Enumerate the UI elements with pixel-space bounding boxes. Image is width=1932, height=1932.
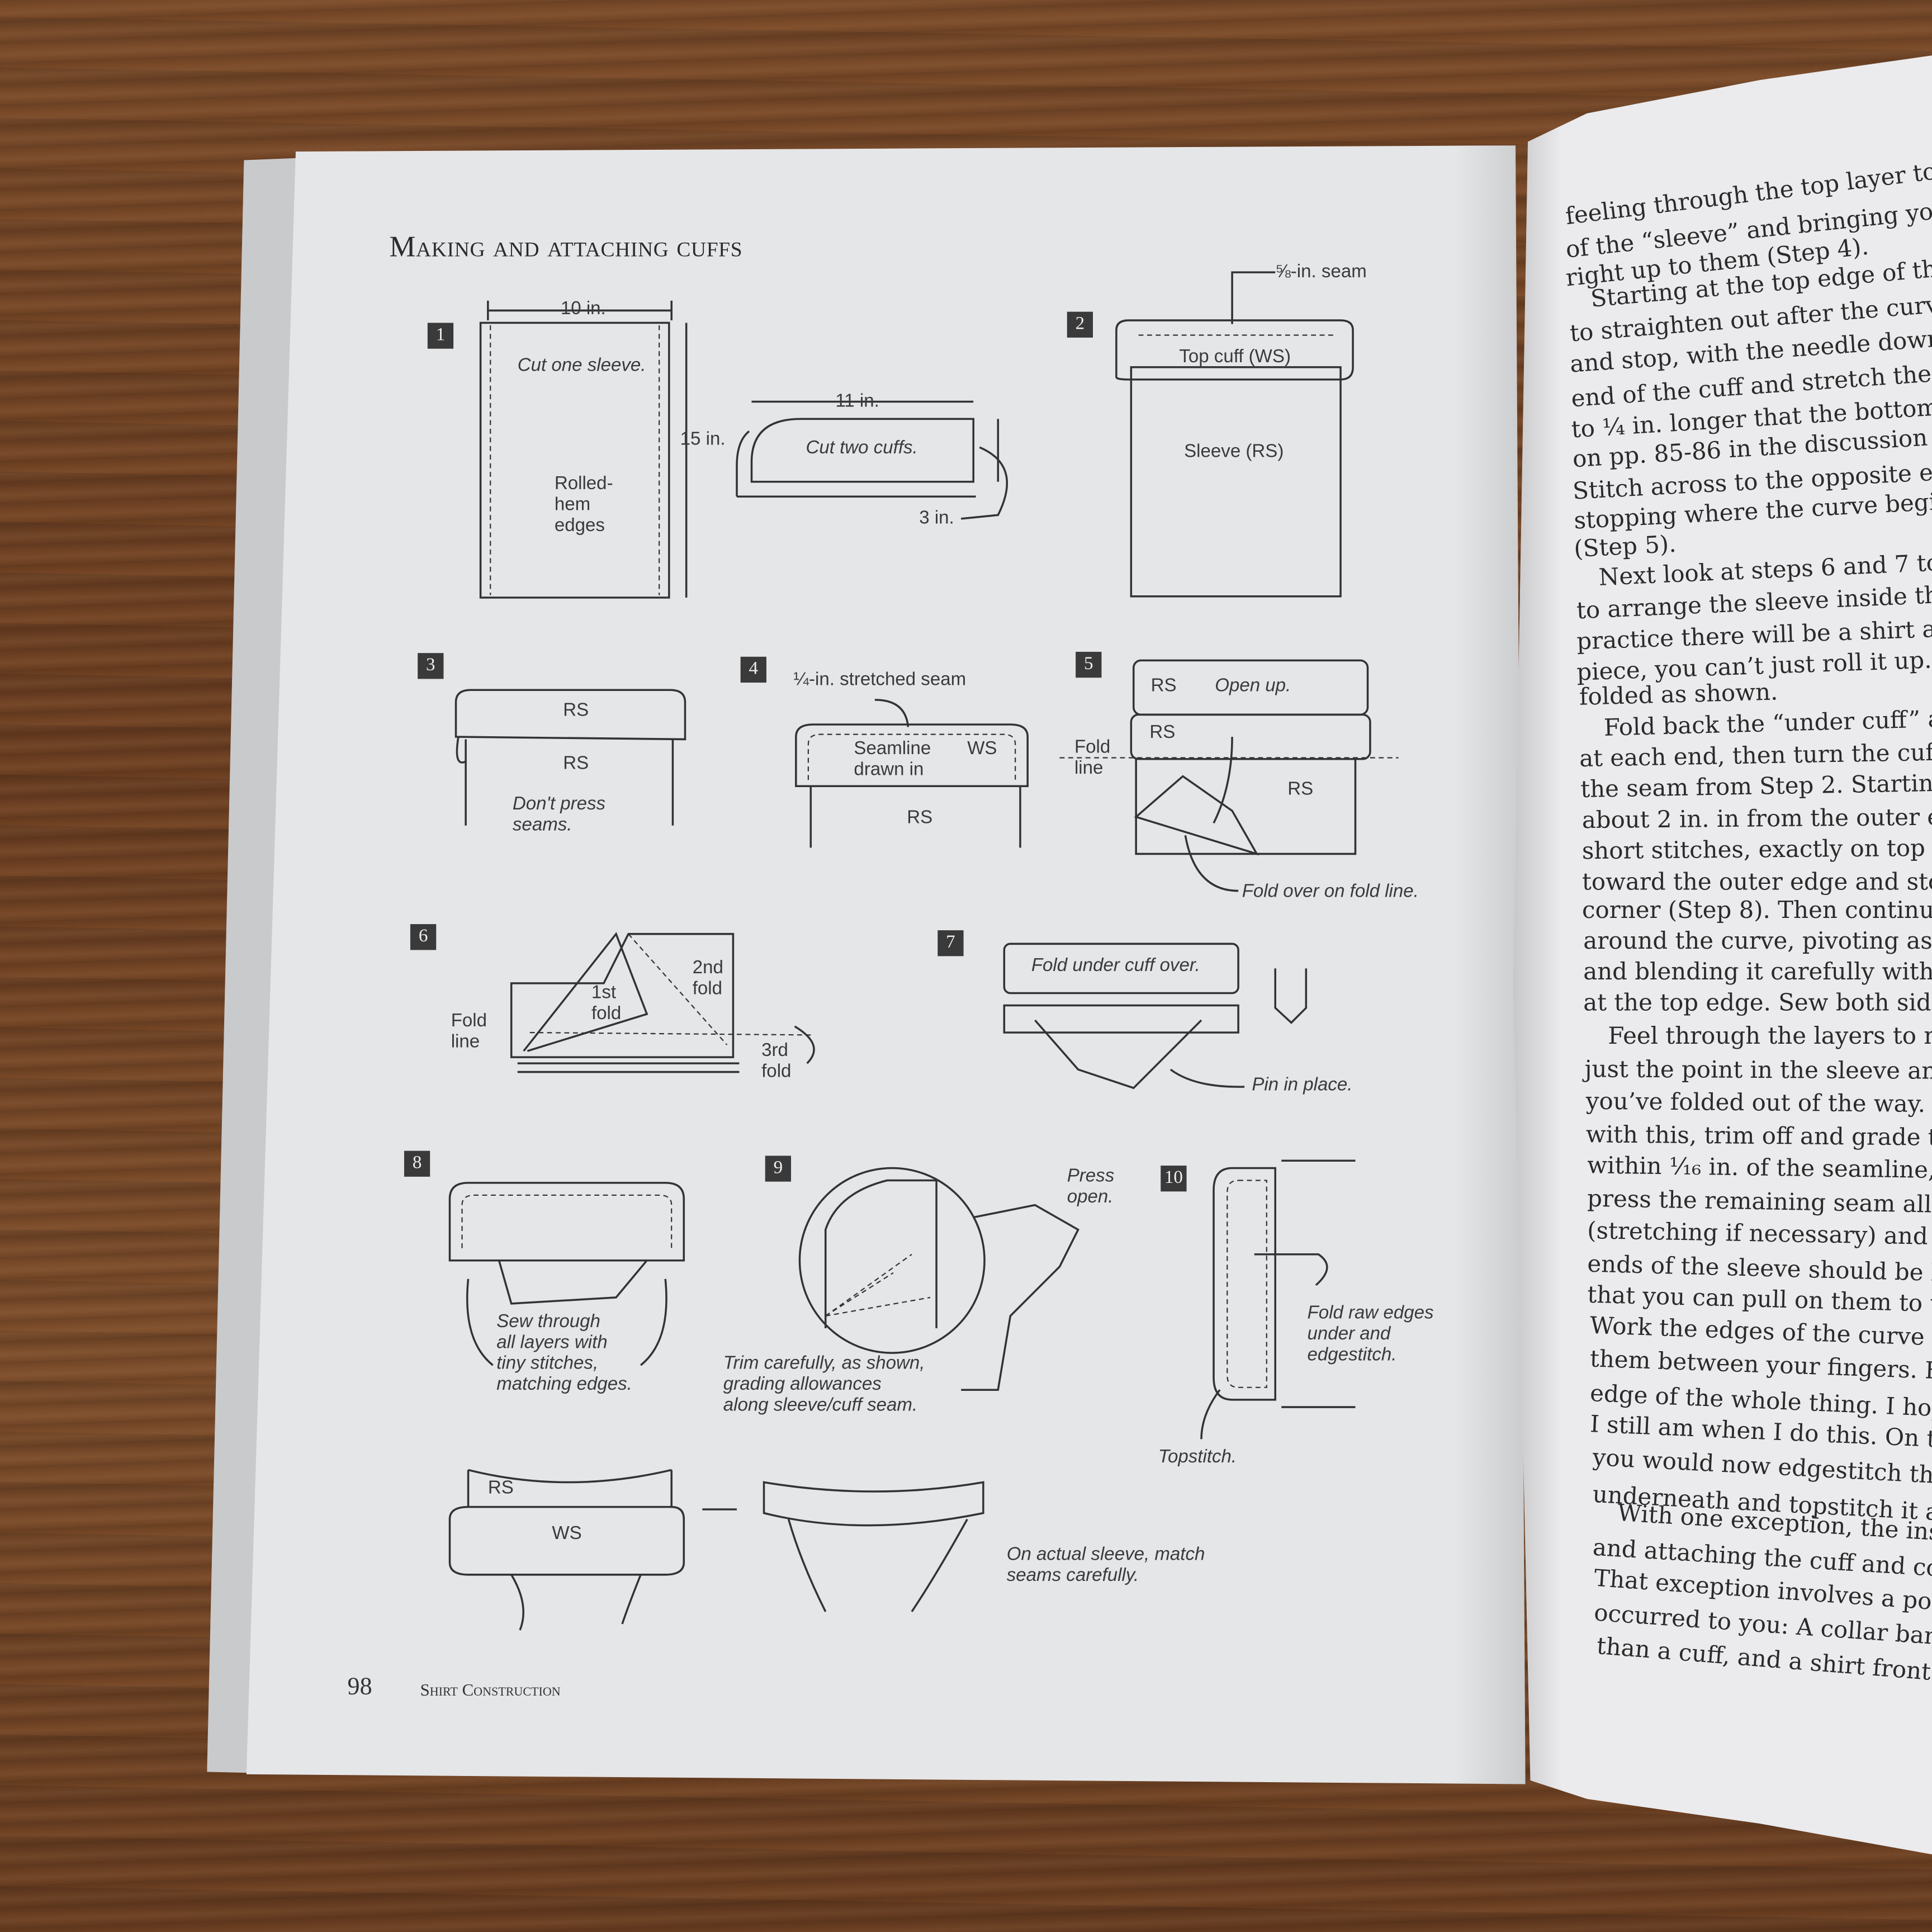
diagram-label-open-up: Open up. [1215,675,1291,697]
diagram-label-topstitch: Topstitch. [1158,1446,1237,1468]
body-text-line: within ¹⁄₁₆ in. of the seamline, as [1587,1152,1932,1185]
right-page: feeling through the top layer to finof t… [1513,55,1932,1855]
step-number-badge: 9 [765,1156,792,1182]
body-text-line: at the top edge. Sew both sides t [1583,989,1932,1017]
diagram-label-pin: Pin in place. [1252,1074,1353,1096]
page-number: 98 [347,1673,372,1701]
diagram-label-cut-sleeve: Cut one sleeve. [517,354,646,376]
diagram-label-width-11: 11 in. [835,390,879,412]
diagram-label-fold-raw: Fold raw edges under and edgestitch. [1307,1302,1434,1366]
step-number-badge: 5 [1076,651,1102,678]
step8-drawing [448,1182,685,1366]
running-footer: Shirt Construction [420,1682,561,1701]
step-number-badge: 1 [427,323,454,349]
step-number-badge: 10 [1161,1166,1187,1192]
diagram-label-press-open: Press open. [1067,1166,1115,1208]
diagram-label-s4-rs: RS [907,807,933,828]
body-text-line: corner (Step 8). Then continue t [1582,897,1932,925]
diagram-label-s5-rs2: RS [1149,722,1176,744]
step-number-badge: 8 [404,1150,430,1177]
diagram-label-s3-rs1: RS [563,699,589,721]
diagram-label-dont-press: Don't press seams. [512,793,606,836]
body-text-line: Work the edges of the curve all [1589,1312,1932,1353]
diagram-label-third-fold: 3rd fold [761,1040,792,1082]
diagram-label-fold-over: Fold over on fold line. [1242,880,1419,902]
cuff-illustrations [448,271,1399,1631]
body-text-line: the seam from Step 2. Starting at [1580,769,1932,804]
step9-drawing [798,1167,1079,1391]
diagram-label-s5-rs3: RS [1287,778,1314,800]
left-page: Making and attaching cuffs [246,145,1526,1784]
body-text-line: short stitches, exactly on top of th [1581,834,1932,865]
diagram-label-sew-through: Sew through all layers with tiny stitche… [496,1311,632,1395]
diagram-label-height-3: 3 in. [919,508,954,529]
step-number-badge: 6 [410,924,437,950]
diagram-label-match-seams: On actual sleeve, match seams carefully. [1006,1543,1205,1586]
body-text-line: (stretching if necessary) and tur [1587,1217,1932,1251]
diagram-label-s5-fold-line: Fold line [1074,737,1111,779]
diagram-label-top-cuff: Top cuff (WS) [1179,346,1291,367]
body-text-line: at each end, then turn the cuff ov [1579,738,1932,773]
diagram-label-b-ws: WS [552,1523,582,1544]
step5-drawing [1059,659,1399,892]
diagram-label-b-rs: RS [487,1477,514,1499]
step10-drawing [1200,1159,1356,1439]
body-text-line: you’ve folded out of the way. Wh [1585,1088,1932,1119]
body-text-line: folded as shown. [1579,678,1778,711]
diagram-label-first-fold: 1st fold [591,982,622,1024]
body-text-line: ends of the sleeve should be hel [1587,1251,1932,1288]
diagram-label-rolled-hem: Rolled- hem edges [554,473,613,536]
diagram-label-sleeve-rs: Sleeve (RS) [1184,441,1284,462]
step-number-badge: 7 [937,930,964,956]
step-number-badge: 2 [1067,311,1093,338]
diagram-label-s6-fold-line: Fold line [451,1010,487,1053]
final-sleeve-drawings [448,1469,984,1631]
body-text-line: (Step 5). [1573,531,1677,564]
diagram-label-trim: Trim carefully, as shown, grading allowa… [723,1353,925,1416]
diagram-label-s4-ws: WS [967,738,997,759]
section-title: Making and attaching cuffs [389,231,743,264]
diagram-label-seamline: Seamline drawn in [854,738,931,780]
diagram-label-s5-rs1: RS [1150,675,1177,697]
step6-drawing [510,932,815,1073]
diagram-label-second-fold: 2nd fold [692,957,723,1000]
body-text-line: toward the outer edge and stoppi [1582,868,1932,896]
step2-drawing [1115,271,1354,598]
step1-sleeve-drawing [479,300,688,599]
body-text-line: that you can pull on them to turn [1587,1281,1932,1319]
diagram-label-fold-under: Fold under cuff over. [1031,955,1200,976]
step4-drawing [795,699,1029,848]
body-text-line: with this, trim off and grade the [1585,1121,1932,1152]
step-number-badge: 4 [740,656,766,683]
diagram-label-stretched-seam: ¼-in. stretched seam [793,669,967,690]
body-text-line: them between your fingers. Fold [1589,1345,1932,1386]
body-text-line: about 2 in. in from the outer edge [1581,803,1932,835]
diagram-label-cut-cuffs: Cut two cuffs. [806,437,918,458]
body-text-line: press the remaining seam allowa [1587,1185,1932,1220]
body-text-line: around the curve, pivoting as you [1583,927,1932,955]
body-text-line: Feel through the layers to mak [1608,1022,1932,1050]
diagram-label-height-15: 15 in. [680,429,726,450]
diagram-label-width-10: 10 in. [560,298,606,319]
body-text-line: Fold back the “under cuff” and [1603,705,1932,742]
cuff-piece-drawing [736,400,1008,520]
step7-drawing [1003,943,1308,1090]
body-text-line: and blending it carefully with th [1583,958,1932,986]
step-number-badge: 3 [418,653,444,679]
diagram-label-s3-rs2: RS [563,752,589,774]
body-text-line: just the point in the sleeve and r [1584,1055,1932,1085]
step3-drawing [454,689,686,826]
diagram-label-seam-58: ⅝-in. seam [1275,261,1367,282]
